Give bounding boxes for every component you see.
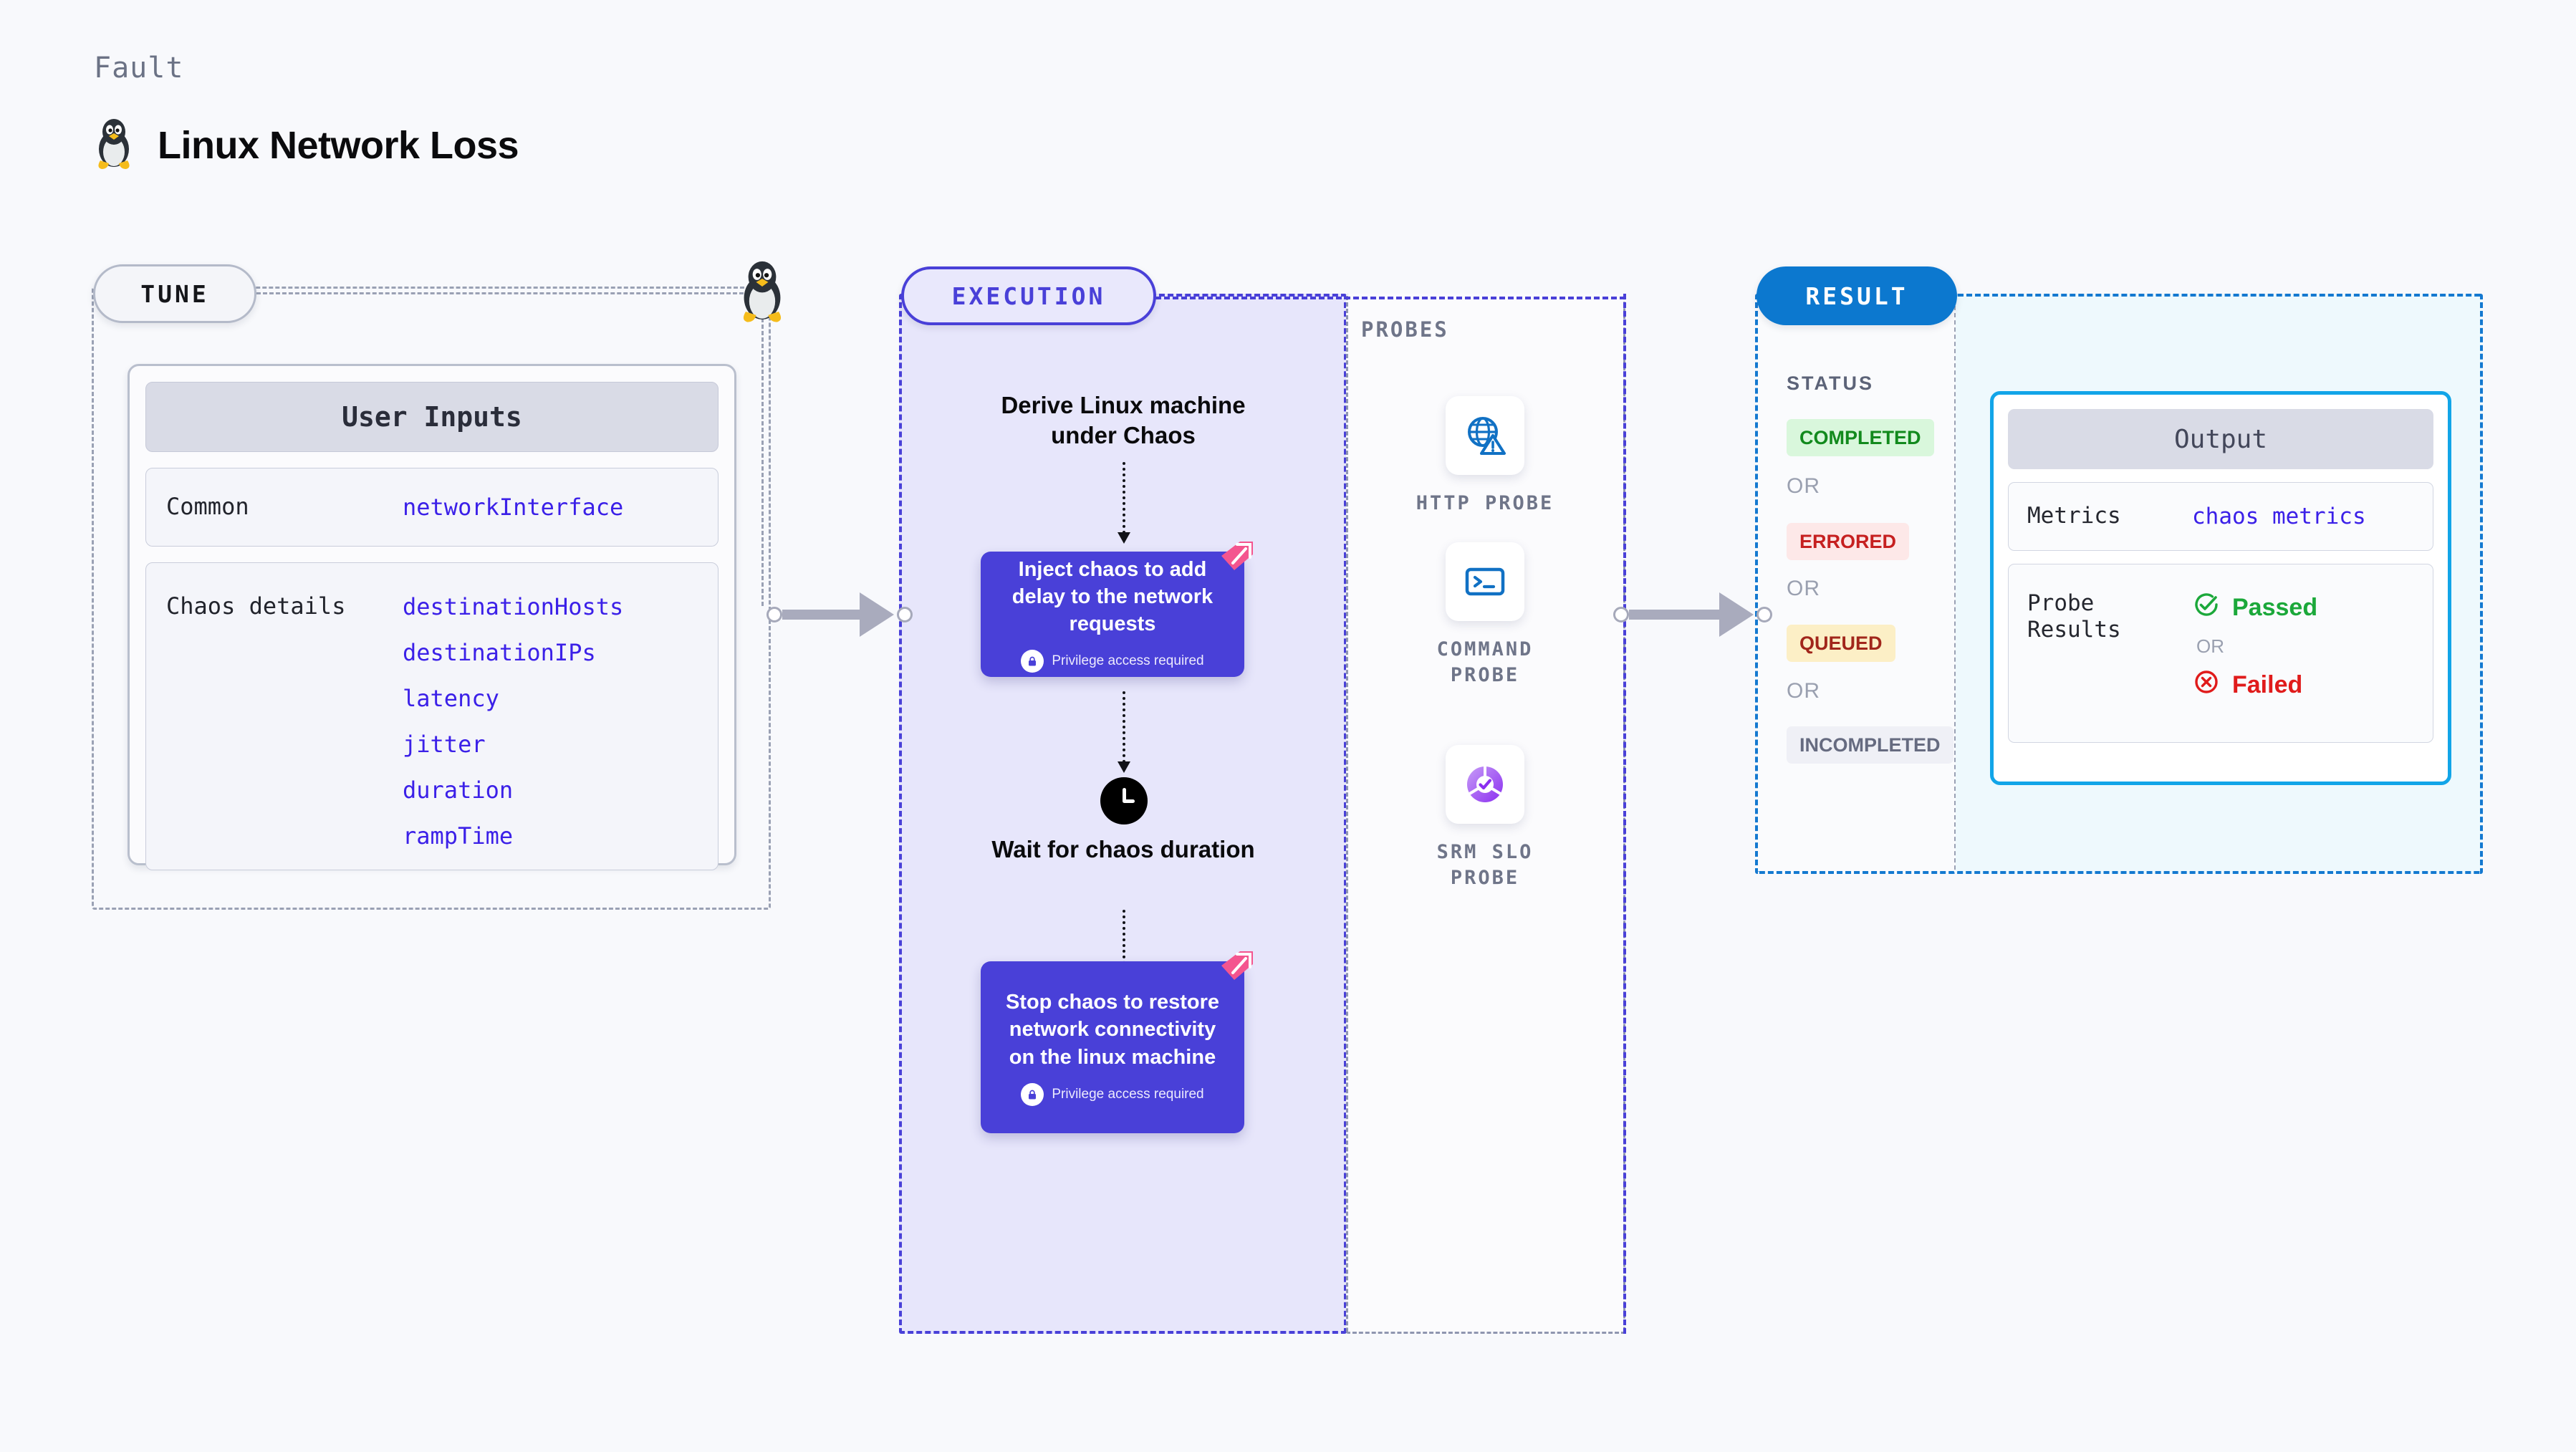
status-badge-incompleted[interactable]: INCOMPLETED <box>1787 726 1953 764</box>
param-latency[interactable]: latency <box>403 685 499 712</box>
chaos-flag-icon <box>1216 947 1260 987</box>
probe-srm-slo[interactable]: SRM SLO PROBE <box>1406 745 1564 892</box>
status-section-label: STATUS <box>1787 372 1874 394</box>
page-title: Linux Network Loss <box>158 123 519 167</box>
probe-label: SRM SLO PROBE <box>1436 841 1534 890</box>
connector-dot <box>1756 607 1772 622</box>
execution-arrow-1 <box>1118 462 1130 544</box>
output-row-probe-results: Probe Results Passed OR <box>2008 564 2433 743</box>
row-values: destinationHosts destinationIPs latency … <box>403 593 623 850</box>
chaos-flag-icon <box>1216 537 1260 577</box>
status-or-3: OR <box>1787 679 1820 703</box>
passed-label: Passed <box>2232 594 2318 621</box>
param-destinationips[interactable]: destinationIPs <box>403 639 596 666</box>
lock-icon <box>1021 650 1044 673</box>
param-duration[interactable]: duration <box>403 777 514 804</box>
param-jitter[interactable]: jitter <box>403 731 486 758</box>
connector-tune-to-execution <box>766 592 913 637</box>
check-circle-icon <box>2192 590 2221 625</box>
tune-stage-pill[interactable]: TUNE <box>93 264 256 323</box>
failed-label: Failed <box>2232 671 2303 698</box>
probes-box-right-edge <box>1623 294 1626 1334</box>
terminal-icon <box>1446 542 1524 621</box>
status-badge-completed[interactable]: COMPLETED <box>1787 419 1934 456</box>
connector-execution-to-result <box>1613 592 1772 637</box>
privilege-label: Privilege access required <box>1052 653 1204 669</box>
param-destinationhosts[interactable]: destinationHosts <box>403 593 624 620</box>
lock-icon <box>1021 1082 1044 1106</box>
user-input-row-chaos-details: Chaos details destinationHosts destinati… <box>145 562 719 870</box>
param-networkinterface[interactable]: networkInterface <box>403 494 624 521</box>
probe-result-passed: Passed <box>2192 590 2317 625</box>
status-badge-queued[interactable]: QUEUED <box>1787 625 1895 662</box>
output-key-metrics: Metrics <box>2027 503 2121 529</box>
x-circle-icon <box>2192 668 2221 703</box>
privilege-label: Privilege access required <box>1052 1086 1204 1102</box>
output-key-probe-results: Probe Results <box>2027 590 2121 643</box>
output-card: Output Metrics chaos metrics Probe Resul… <box>1990 391 2451 785</box>
probe-result-failed: Failed <box>2192 668 2317 703</box>
result-status-box <box>1755 294 1956 874</box>
connector-dot <box>766 607 782 622</box>
connector-line <box>1629 610 1721 620</box>
privilege-note: Privilege access required <box>1021 1082 1204 1106</box>
probe-result-or: OR <box>2196 635 2224 657</box>
page-title-row: Linux Network Loss <box>92 116 519 174</box>
connector-arrowhead <box>1719 592 1754 637</box>
probe-result-values: Passed OR Failed <box>2192 590 2317 703</box>
probes-section-label: PROBES <box>1361 317 1449 342</box>
user-input-row-common: Common networkInterface <box>145 468 719 547</box>
result-stage-pill[interactable]: RESULT <box>1756 266 1957 325</box>
fault-kicker-label: Fault <box>94 52 184 85</box>
tune-connector-vertical <box>761 292 764 606</box>
output-value-chaos-metrics[interactable]: chaos metrics <box>2192 504 2366 529</box>
output-card-header: Output <box>2008 409 2433 469</box>
connector-line <box>782 610 861 620</box>
execution-stage-pill[interactable]: EXECUTION <box>901 266 1156 325</box>
privilege-note: Privilege access required <box>1021 650 1204 673</box>
execution-node-stop-chaos[interactable]: Stop chaos to restore network connectivi… <box>981 961 1244 1133</box>
connector-arrowhead <box>860 592 894 637</box>
output-row-metrics: Metrics chaos metrics <box>2008 482 2433 551</box>
row-values: networkInterface <box>403 494 623 521</box>
probe-command[interactable]: COMMAND PROBE <box>1406 542 1564 689</box>
execution-step-wait-title: Wait for chaos duration <box>991 836 1255 862</box>
linux-penguin-icon <box>735 258 789 324</box>
probe-label: COMMAND PROBE <box>1436 638 1534 687</box>
user-inputs-header: User Inputs <box>145 382 719 452</box>
slo-donut-check-icon <box>1446 745 1524 824</box>
row-key: Common <box>166 493 249 521</box>
node-text: Stop chaos to restore network connectivi… <box>1005 991 1220 1069</box>
connector-dot <box>1613 607 1629 622</box>
execution-node-inject-chaos[interactable]: Inject chaos to add delay to the network… <box>981 552 1244 677</box>
execution-arrow-2 <box>1118 691 1130 773</box>
param-ramptime[interactable]: rampTime <box>403 822 514 850</box>
status-or-1: OR <box>1787 474 1820 498</box>
probe-http[interactable]: HTTP PROBE <box>1406 396 1564 516</box>
node-text: Inject chaos to add delay to the network… <box>1011 557 1213 636</box>
clock-icon <box>1100 777 1148 824</box>
linux-penguin-icon <box>92 116 136 174</box>
status-or-2: OR <box>1787 577 1820 600</box>
execution-step-derive-title: Derive Linux machine under Chaos <box>1001 392 1246 449</box>
row-key: Chaos details <box>166 592 346 620</box>
connector-dot <box>897 607 913 622</box>
tune-connector-horizontal <box>256 292 744 294</box>
status-badge-errored[interactable]: ERRORED <box>1787 523 1910 560</box>
probe-label: HTTP PROBE <box>1416 492 1554 514</box>
globe-warning-icon <box>1446 396 1524 475</box>
tune-stage-box <box>92 287 771 910</box>
execution-top-dashed-line <box>1155 297 1625 299</box>
user-inputs-card: User Inputs Common networkInterface Chao… <box>128 364 736 870</box>
